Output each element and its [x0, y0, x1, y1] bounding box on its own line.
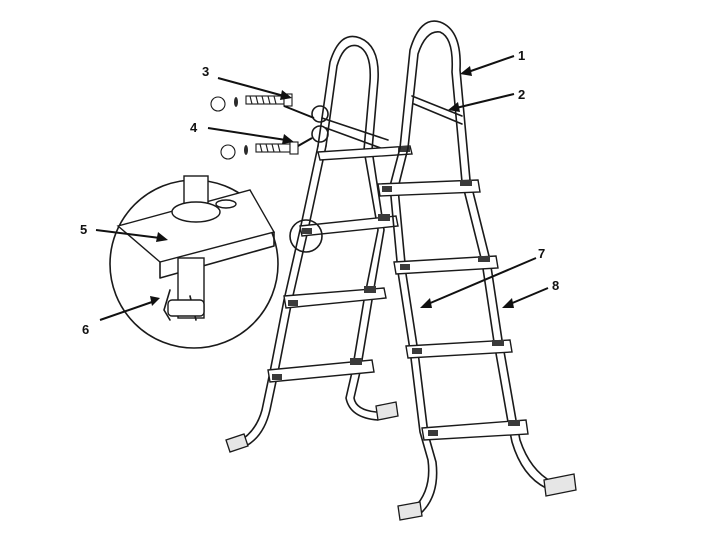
left-step-4 [267, 358, 375, 383]
cap-nut-icon [220, 144, 236, 160]
right-ladder-side [377, 20, 577, 521]
callout-1: 1 [518, 48, 525, 63]
joint-detail-circle [311, 105, 329, 123]
left-inner-rail [353, 149, 385, 413]
left-handrail [317, 35, 379, 151]
joint-detail-circle [311, 125, 329, 143]
callout-3: 3 [202, 64, 209, 79]
left-foot-front [225, 433, 249, 453]
left-ladder-side [225, 35, 413, 453]
right-step-2 [393, 255, 499, 275]
step-joint-highlight [289, 219, 323, 253]
right-step-4 [421, 419, 529, 441]
right-inner-rail [389, 147, 430, 509]
left-foot-back [375, 401, 399, 421]
left-step-3 [283, 286, 387, 309]
right-outer-rail [469, 179, 553, 483]
right-step-1 [377, 179, 481, 197]
right-handrail [399, 20, 471, 181]
callout-2: 2 [518, 87, 525, 102]
cap-nut-icon [210, 96, 226, 112]
callout-4: 4 [190, 120, 198, 135]
hardware-set-3 [210, 93, 293, 112]
left-step-2 [299, 214, 399, 237]
callout-7: 7 [538, 246, 545, 261]
callout-6: 6 [82, 322, 89, 337]
right-step-3 [405, 339, 513, 359]
right-foot-back [543, 473, 577, 497]
left-step-1 [317, 145, 413, 161]
hardware-set-4 [220, 141, 299, 160]
right-foot-front [397, 501, 423, 521]
callout-5: 5 [80, 222, 87, 237]
callout-arrows [95, 55, 549, 321]
callout-8: 8 [552, 278, 559, 293]
magnified-detail [109, 175, 279, 349]
